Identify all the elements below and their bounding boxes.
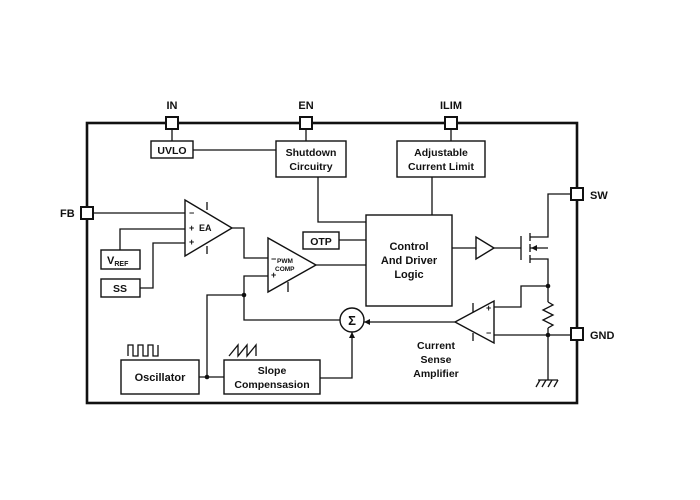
current-sense-amplifier — [453, 299, 495, 345]
current-limit-block — [396, 140, 486, 178]
pin-en-square — [299, 116, 313, 130]
pwm-comparator — [267, 236, 318, 294]
shutdown-label-2: Circuitry — [289, 161, 332, 173]
sigma-symbol: Σ — [348, 313, 356, 328]
pin-sw-square — [570, 187, 584, 201]
ground-hatch-1 — [535, 379, 541, 388]
pwm-plus: + — [271, 270, 276, 280]
control-logic-label-1: Control — [389, 241, 428, 253]
control-logic-label-2: And Driver — [381, 255, 438, 267]
pin-ilim-label: ILIM — [440, 100, 462, 112]
wire-mosfet-sw — [530, 193, 571, 238]
shutdown-label-1: Shutdown — [286, 147, 337, 159]
sawtooth-wave-icon — [228, 343, 257, 358]
ground-hatch-2 — [541, 379, 547, 388]
ea-minus: − — [189, 208, 194, 218]
csa-label-1: Current — [417, 340, 455, 352]
slope-label-1: Slope — [258, 365, 287, 377]
wire-mosfet-source — [530, 258, 549, 286]
shutdown-block — [275, 140, 347, 178]
sense-resistor — [541, 301, 555, 329]
oscillator-label: Oscillator — [135, 372, 186, 384]
wire-osc-feedback — [206, 294, 244, 377]
ss-label: SS — [113, 283, 127, 295]
control-logic-block — [365, 214, 453, 307]
csa-minus: − — [486, 328, 491, 338]
pin-fb-label: FB — [60, 208, 75, 220]
ea-amplifier — [184, 198, 234, 258]
mosfet-arrow — [531, 245, 537, 251]
pwm-minus: − — [271, 254, 276, 264]
pwm-label-1: PWM — [277, 258, 293, 265]
pin-sw-label: SW — [590, 190, 608, 202]
pin-gnd-square — [570, 327, 584, 341]
slope-label-2: Compensasion — [234, 379, 309, 391]
pin-in-square — [165, 116, 179, 130]
csa-plus: + — [486, 303, 491, 313]
csa-label-3: Amplifier — [413, 368, 459, 380]
wire-sum-pwm — [243, 275, 340, 321]
driver-buffer — [475, 235, 496, 261]
pin-in-label: IN — [167, 100, 178, 112]
uvlo-label: UVLO — [157, 145, 186, 157]
pwm-label-2: COMP — [275, 266, 295, 273]
chip-outline — [85, 121, 579, 405]
wire-ss-ea — [140, 242, 185, 289]
ea-plus-2: + — [189, 237, 194, 247]
ea-plus-1: + — [189, 223, 194, 233]
wire-source-csa — [494, 285, 548, 308]
junction-oscillator — [204, 374, 210, 380]
current-limit-label-2: Current Limit — [408, 161, 474, 173]
vref-sub-text: REF — [114, 261, 129, 268]
pin-ilim-square — [444, 116, 458, 130]
vref-label: VREF — [107, 255, 129, 268]
current-limit-label-1: Adjustable — [414, 147, 468, 159]
ground-hatch-3 — [547, 379, 553, 388]
vref-main-text: V — [107, 255, 115, 267]
slope-compensation-block — [223, 359, 321, 395]
ground-hatch-4 — [553, 379, 559, 388]
control-logic-label-3: Logic — [394, 269, 423, 281]
oscillator-block — [120, 359, 200, 395]
square-wave-icon — [127, 344, 159, 357]
pin-fb-square — [80, 206, 94, 220]
wire-ea-pwm — [232, 227, 268, 259]
otp-label: OTP — [310, 236, 332, 248]
wire-slope-sum — [320, 332, 353, 379]
ea-label: EA — [199, 223, 212, 233]
wire-vref-ea — [119, 228, 185, 250]
csa-label-2: Sense — [421, 354, 452, 366]
arrow-slope-sum — [349, 332, 355, 338]
arrow-csa-sum — [364, 319, 370, 325]
pin-gnd-label: GND — [590, 330, 615, 342]
wire-shutdown-logic — [317, 177, 366, 223]
pin-en-label: EN — [298, 100, 313, 112]
